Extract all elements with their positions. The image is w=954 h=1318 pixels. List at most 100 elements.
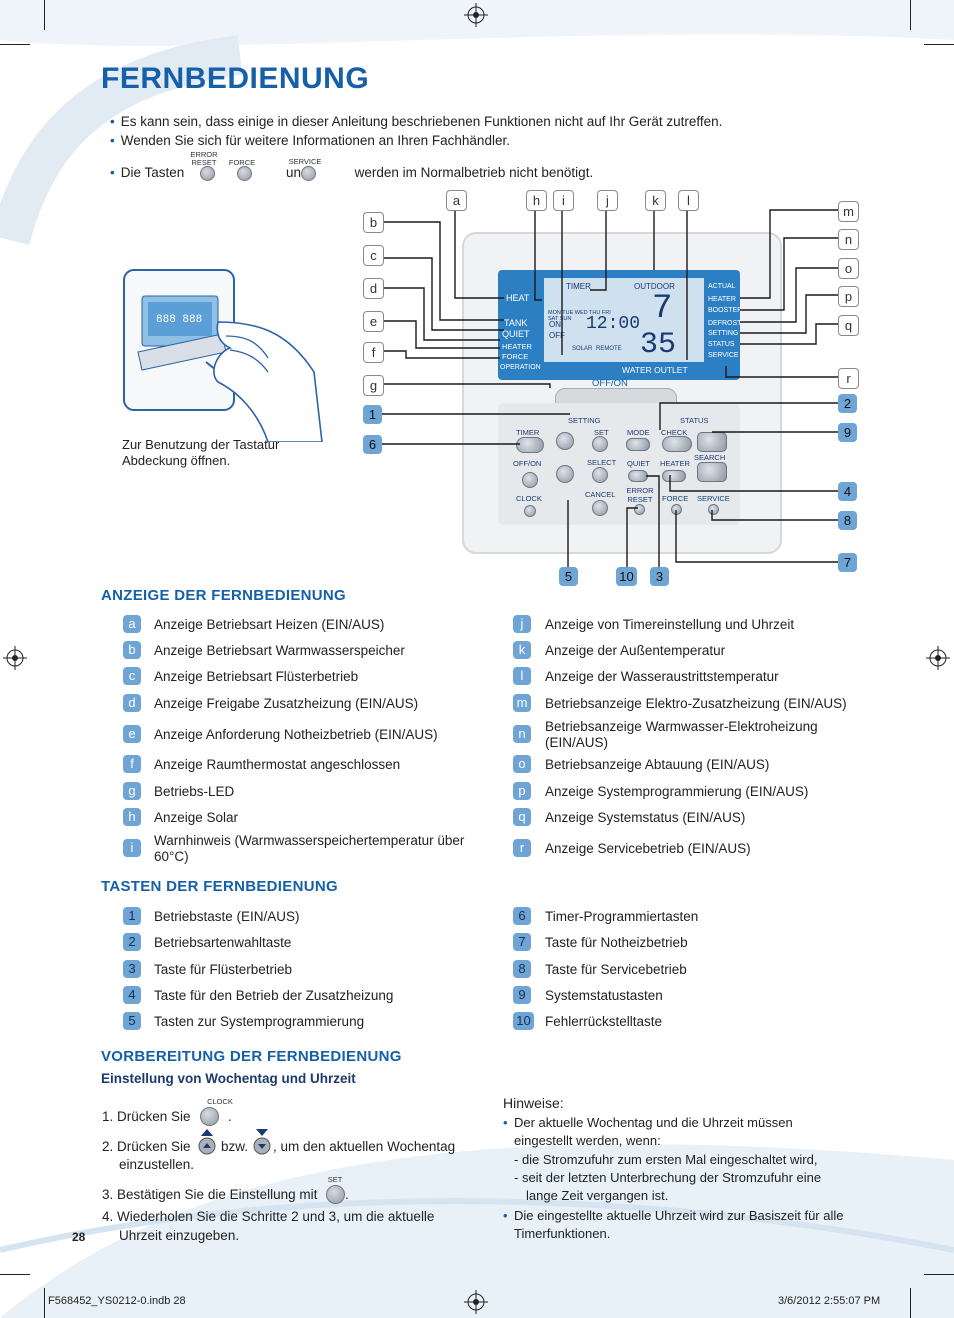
- down-button[interactable]: [556, 465, 574, 483]
- up-button[interactable]: [556, 432, 574, 450]
- lcd-clock: 12:00: [586, 314, 641, 334]
- legend-text: Taste für den Betrieb der Zusatzheizung: [154, 988, 394, 1003]
- set-button[interactable]: [592, 436, 608, 452]
- callout-c: c: [363, 245, 384, 266]
- crop-mark: [44, 0, 45, 30]
- clock-key-label: CLOCK: [207, 1097, 233, 1106]
- heater-button[interactable]: [662, 470, 686, 482]
- notes-heading: Hinweise:: [503, 1095, 564, 1111]
- legend-text: Betriebs-LED: [154, 784, 235, 799]
- callout-5: 5: [559, 567, 578, 586]
- legend-text: Anzeige Betriebsart Heizen (EIN/AUS): [154, 617, 385, 632]
- callout-10: 10: [616, 567, 637, 586]
- legend-text: Tasten zur Systemprogrammierung: [154, 1014, 365, 1029]
- search-down-button[interactable]: [697, 462, 727, 482]
- registration-mark-right: [926, 646, 950, 670]
- lcd-water-outlet: WATER OUTLET: [622, 365, 688, 375]
- set-button-icon: [326, 1185, 345, 1204]
- legend-text: Anzeige von Timereinstellung und Uhrzeit: [545, 617, 795, 632]
- footer-date: 3/6/2012 2:55:07 PM: [778, 1295, 881, 1307]
- mode-button[interactable]: [626, 438, 650, 451]
- up-arrow-button-icon: [198, 1129, 216, 1155]
- intro-bullet: •Wenden Sie sich für weitere Information…: [110, 133, 510, 148]
- callout-3: 3: [650, 567, 669, 586]
- legend-key: 10: [513, 1012, 534, 1030]
- crop-mark: [924, 1274, 954, 1275]
- pad-heater-label: HEATER: [660, 459, 690, 468]
- legend-text: Fehlerrückstelltaste: [545, 1014, 663, 1029]
- legend-key: h: [123, 808, 141, 826]
- callout-i: i: [553, 190, 574, 211]
- notes-bullet-icon: •: [503, 1115, 508, 1130]
- pad-mode-label: MODE: [627, 428, 650, 437]
- lcd-heater-right: HEATER: [708, 296, 736, 303]
- service-button[interactable]: [708, 504, 719, 515]
- lcd-timer: TIMER: [566, 282, 591, 291]
- callout-1: 1: [363, 405, 382, 424]
- offon-timer-button[interactable]: [522, 472, 538, 488]
- legend-text: Systemstatustasten: [545, 988, 663, 1003]
- lcd-inner-panel: [544, 278, 704, 362]
- pad-force-label: FORCE: [662, 494, 689, 503]
- legend-key: c: [123, 667, 141, 685]
- lcd-outdoor: OUTDOOR: [634, 282, 675, 291]
- force-button-icon: [237, 166, 252, 181]
- legend-text: Anzeige Betriebsart Flüsterbetrieb: [154, 669, 359, 684]
- preparation-subheading: Einstellung von Wochentag und Uhrzeit: [101, 1071, 356, 1086]
- lcd-off: OFF: [549, 331, 565, 340]
- callout-k: k: [645, 190, 666, 211]
- callout-f: f: [363, 342, 384, 363]
- check-button[interactable]: [662, 436, 692, 452]
- down-arrow-button-icon: [253, 1129, 271, 1155]
- cancel-button[interactable]: [592, 500, 608, 516]
- legend-key: e: [123, 725, 141, 743]
- lcd-heater: HEATER: [502, 342, 532, 351]
- offon-label: OFF/ON: [592, 378, 628, 389]
- service-button-icon: [301, 166, 316, 181]
- callout-r: r: [838, 368, 859, 389]
- crop-mark: [910, 1288, 911, 1318]
- keys-note-prefix: Die Tasten: [120, 165, 185, 180]
- legend-text: Taste für Flüsterbetrieb: [154, 962, 293, 977]
- pad-cancel-label: CANCEL: [585, 490, 616, 499]
- notes-line: Timerfunktionen.: [514, 1226, 611, 1241]
- svg-text:888 888: 888 888: [156, 314, 202, 326]
- timer-button[interactable]: [516, 437, 544, 453]
- legend-text: Anzeige Freigabe Zusatzheizung (EIN/AUS): [154, 696, 419, 711]
- lcd-force: FORCE: [502, 352, 529, 361]
- legend-text: Betriebsartenwahltaste: [154, 935, 292, 950]
- legend-key: 2: [123, 933, 141, 951]
- legend-key: 5: [123, 1012, 141, 1030]
- legend-key: g: [123, 782, 141, 800]
- lcd-remote: REMOTE: [596, 346, 622, 352]
- step-2-cont: einzustellen.: [119, 1157, 195, 1172]
- crop-mark: [0, 44, 30, 45]
- keys-note-suffix: werden im Normalbetrieb nicht benötigt.: [354, 165, 594, 180]
- step-1-period: .: [228, 1109, 232, 1124]
- error-reset-button[interactable]: [634, 504, 645, 515]
- pad-timer-label: TIMER: [516, 428, 540, 437]
- pad-clock-label: CLOCK: [516, 494, 542, 503]
- callout-4: 4: [838, 482, 857, 501]
- lcd-setting: SETTING: [708, 330, 739, 337]
- legend-key: j: [513, 615, 531, 633]
- callout-o: o: [838, 258, 859, 279]
- lcd-defrost: DEFROST: [708, 320, 742, 327]
- select-button[interactable]: [592, 467, 608, 483]
- pad-service-label: SERVICE: [697, 494, 730, 503]
- clock-button[interactable]: [524, 505, 536, 517]
- lcd-status: STATUS: [708, 341, 735, 348]
- step-2-or: bzw.: [221, 1139, 249, 1154]
- callout-g: g: [363, 375, 384, 396]
- legend-key: 9: [513, 986, 531, 1004]
- callout-m: m: [838, 201, 859, 222]
- notes-line: - die Stromzufuhr zum ersten Mal eingesc…: [514, 1152, 818, 1167]
- callout-2: 2: [838, 394, 857, 413]
- lcd-operation: OPERATION: [500, 364, 541, 371]
- section-heading-buttons: TASTEN DER FERNBEDIENUNG: [101, 878, 338, 895]
- crop-mark: [0, 1274, 30, 1275]
- step-2: 2. Drücken Sie: [102, 1139, 191, 1154]
- callout-l: l: [678, 190, 699, 211]
- legend-key: d: [123, 694, 141, 712]
